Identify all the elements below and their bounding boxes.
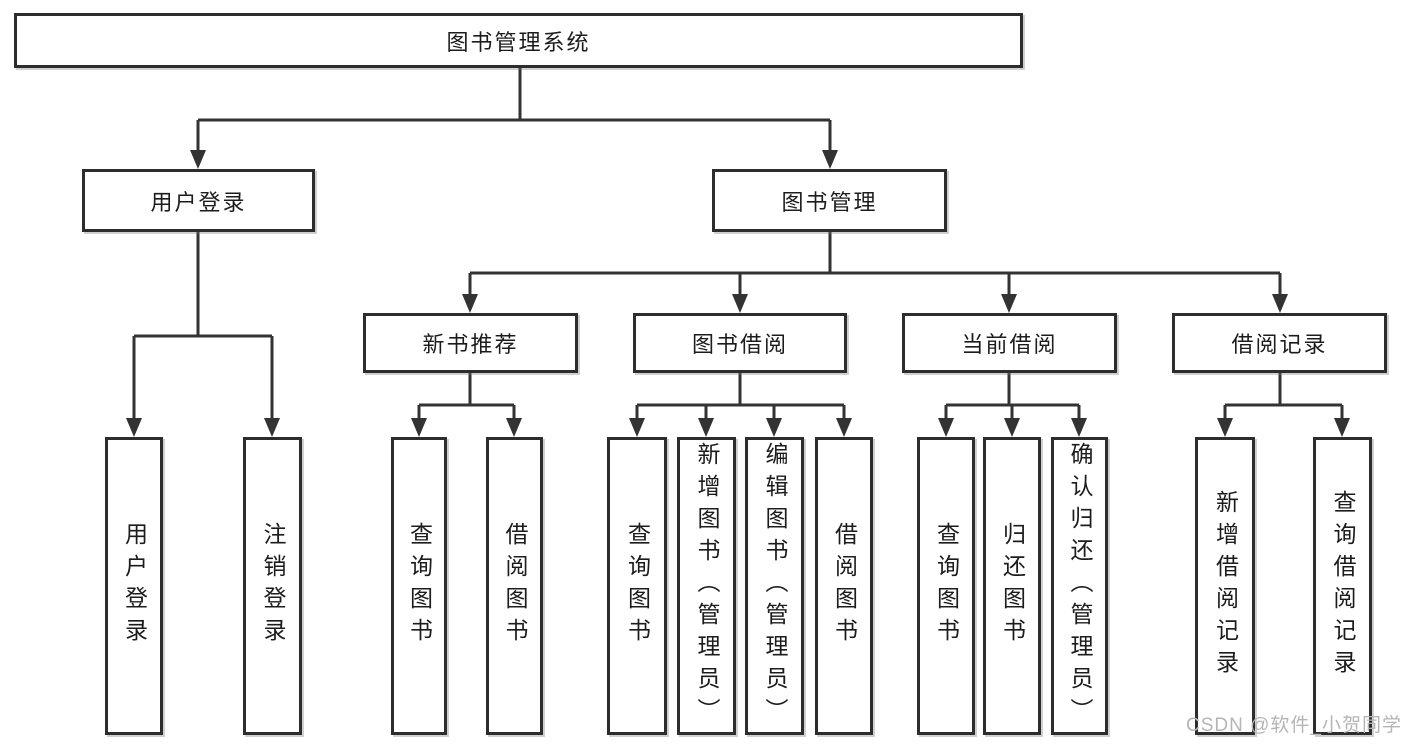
node-new-book-recommend: 新书推荐 — [363, 313, 578, 373]
node-borrow-edit-books-admin: 编辑图书（管理员） — [745, 437, 804, 735]
arrowhead-icon — [1071, 418, 1087, 437]
node-current-borrowing-label: 当前借阅 — [961, 332, 1058, 357]
arrowhead-icon — [411, 418, 427, 437]
node-logout-label: 注销登录 — [260, 522, 286, 650]
node-book-management: 图书管理 — [712, 169, 947, 232]
arrowhead-icon — [732, 294, 748, 313]
node-newbook-borrow-books: 借阅图书 — [486, 437, 543, 735]
arrowhead-icon — [1334, 418, 1350, 437]
node-book-borrowing-label: 图书借阅 — [691, 332, 788, 357]
node-borrow-add-books-admin-label: 新增图书（管理员） — [694, 442, 720, 730]
arrowhead-icon — [698, 418, 714, 437]
arrowhead-icon — [938, 418, 954, 437]
node-user-login: 用户登录 — [82, 169, 315, 232]
node-current-borrowing: 当前借阅 — [902, 313, 1117, 373]
node-borrowing-records-label: 借阅记录 — [1231, 332, 1328, 357]
arrowhead-icon — [836, 418, 852, 437]
arrowhead-icon — [506, 418, 522, 437]
node-current-confirm-return-admin: 确认归还（管理员） — [1051, 437, 1108, 735]
node-root-label: 图书管理系统 — [446, 29, 591, 55]
arrowhead-icon — [822, 150, 838, 169]
node-root: 图书管理系统 — [14, 13, 1023, 68]
csdn-watermark: CSDN @软件_小贺同学 — [1186, 715, 1402, 736]
node-records-query-record: 查询借阅记录 — [1313, 437, 1372, 735]
node-newbook-query-books-label: 查询图书 — [406, 522, 433, 650]
node-new-book-recommend-label: 新书推荐 — [422, 332, 519, 357]
node-book-borrowing: 图书借阅 — [633, 313, 847, 373]
arrowhead-icon — [264, 418, 280, 437]
node-newbook-query-books: 查询图书 — [391, 437, 447, 735]
node-login-label: 用户登录 — [121, 522, 148, 650]
node-book-management-label: 图书管理 — [781, 189, 878, 215]
arrowhead-icon — [1217, 418, 1233, 437]
node-borrowing-records: 借阅记录 — [1172, 313, 1387, 373]
node-current-return-books: 归还图书 — [983, 437, 1041, 735]
node-login: 用户登录 — [105, 437, 163, 735]
node-user-login-label: 用户登录 — [150, 189, 247, 215]
arrowhead-icon — [1272, 294, 1288, 313]
node-borrow-borrow-books-label: 借阅图书 — [831, 522, 858, 650]
arrowhead-icon — [126, 418, 142, 437]
node-records-add-record-label: 新增借阅记录 — [1212, 490, 1239, 682]
node-borrow-edit-books-admin-label: 编辑图书（管理员） — [762, 442, 788, 730]
arrowhead-icon — [629, 418, 645, 437]
node-borrow-query-books: 查询图书 — [607, 437, 667, 735]
node-records-query-record-label: 查询借阅记录 — [1330, 490, 1356, 682]
node-borrow-query-books-label: 查询图书 — [624, 522, 651, 650]
node-logout: 注销登录 — [243, 437, 302, 735]
arrowhead-icon — [462, 294, 478, 313]
arrowhead-icon — [1001, 294, 1017, 313]
arrowhead-icon — [1004, 418, 1020, 437]
arrowhead-icon — [766, 418, 782, 437]
node-newbook-borrow-books-label: 借阅图书 — [502, 522, 528, 650]
node-current-query-books-label: 查询图书 — [933, 522, 960, 650]
node-borrow-add-books-admin: 新增图书（管理员） — [677, 437, 736, 735]
node-current-query-books: 查询图书 — [917, 437, 975, 735]
node-records-add-record: 新增借阅记录 — [1195, 437, 1255, 735]
node-current-return-books-label: 归还图书 — [999, 522, 1026, 650]
connector-line-path — [132, 68, 1344, 421]
node-borrow-borrow-books: 借阅图书 — [815, 437, 873, 735]
arrowhead-icon — [190, 150, 206, 169]
node-current-confirm-return-admin-label: 确认归还（管理员） — [1067, 442, 1093, 730]
